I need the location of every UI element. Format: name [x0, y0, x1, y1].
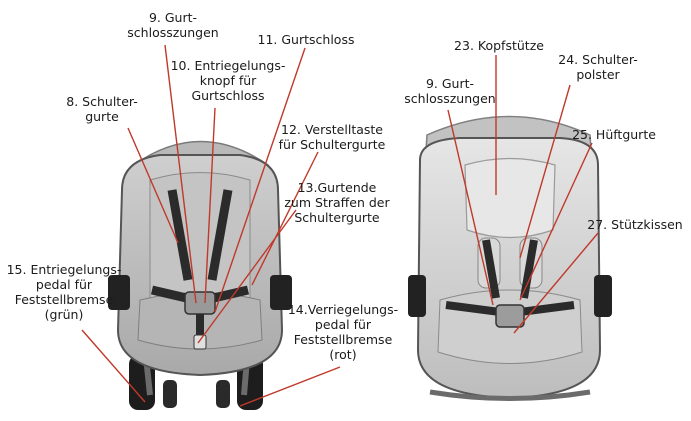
- label-12-verstelltaste: 12. Verstelltaste für Schultergurte: [264, 122, 400, 152]
- label-24-schulterpolster: 24. Schulter- polster: [546, 52, 650, 82]
- label-13-gurtende: 13.Gurtende zum Straffen der Schultergur…: [276, 180, 398, 225]
- label-25-hueftgurte: 25. Hüftgurte: [562, 127, 666, 142]
- label-8-schultergurte: 8. Schulter- gurte: [62, 94, 142, 124]
- label-9-gurtschlosszungen-right: 9. Gurt- schlosszungen: [394, 76, 506, 106]
- label-10-entriegelungsknopf: 10. Entriegelungs- knopf für Gurtschloss: [158, 58, 298, 103]
- label-23-kopfstuetze: 23. Kopfstütze: [440, 38, 558, 53]
- label-14-verriegelungspedal: 14.Verriegelungs- pedal für Feststellbre…: [282, 302, 404, 362]
- label-9-gurtschlosszungen-left: 9. Gurt- schlosszungen: [108, 10, 238, 40]
- left-seat-drawing: [108, 142, 292, 411]
- right-seat-drawing: [408, 117, 612, 399]
- label-15-entriegelungspedal: 15. Entriegelungs- pedal für Feststellbr…: [0, 262, 128, 322]
- label-11-gurtschloss: 11. Gurtschloss: [250, 32, 362, 47]
- label-27-stuetzkissen: 27. Stützkissen: [582, 217, 688, 232]
- headrest: [465, 159, 555, 238]
